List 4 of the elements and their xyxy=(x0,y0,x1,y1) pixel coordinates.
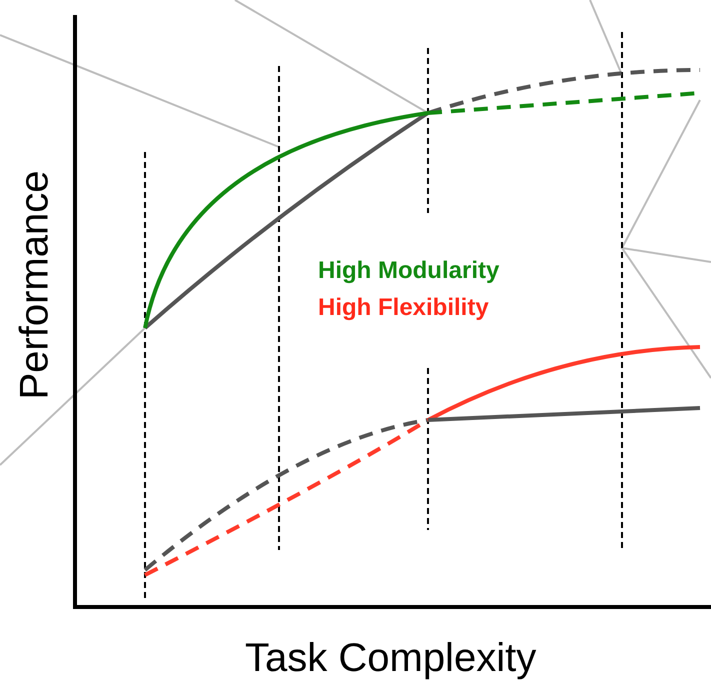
legend-text: High Flexibility xyxy=(318,294,489,322)
legend-text: High Modularity xyxy=(318,257,500,285)
axis-title: Performance xyxy=(12,170,58,400)
axis-title: Task Complexity xyxy=(245,636,536,681)
